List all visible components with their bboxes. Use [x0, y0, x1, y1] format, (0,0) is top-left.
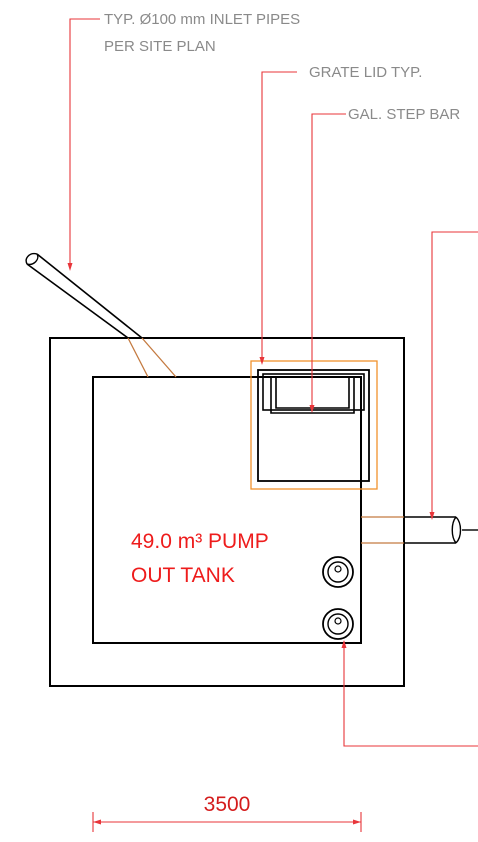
leader-pump: [343, 641, 478, 747]
leader-inlet: [69, 18, 100, 268]
inlet-pipes-label-line1: TYP. Ø100 mm INLET PIPES: [104, 11, 300, 28]
inlet-pipes-label-line2: PER SITE PLAN: [104, 38, 216, 55]
leader-outlet: [431, 231, 478, 517]
pump-lower: [322, 608, 354, 640]
leader-step-bar: [311, 113, 346, 410]
tank-label-line2: OUT TANK: [131, 564, 235, 587]
outlet-pipe: [361, 516, 478, 544]
tank-outer-wall: [49, 337, 405, 687]
grate-lid: [250, 360, 378, 490]
tank-label-line1: 49.0 m³ PUMP: [131, 530, 269, 553]
dimension-label: 3500: [204, 793, 251, 816]
step-bar-label: GAL. STEP BAR: [348, 106, 460, 123]
inlet-pipe: [25, 252, 177, 378]
grate-lid-label: GRATE LID TYP.: [309, 64, 422, 81]
pump-upper: [322, 556, 354, 588]
leader-grate: [261, 71, 297, 362]
tank-inner-wall: [92, 376, 362, 644]
